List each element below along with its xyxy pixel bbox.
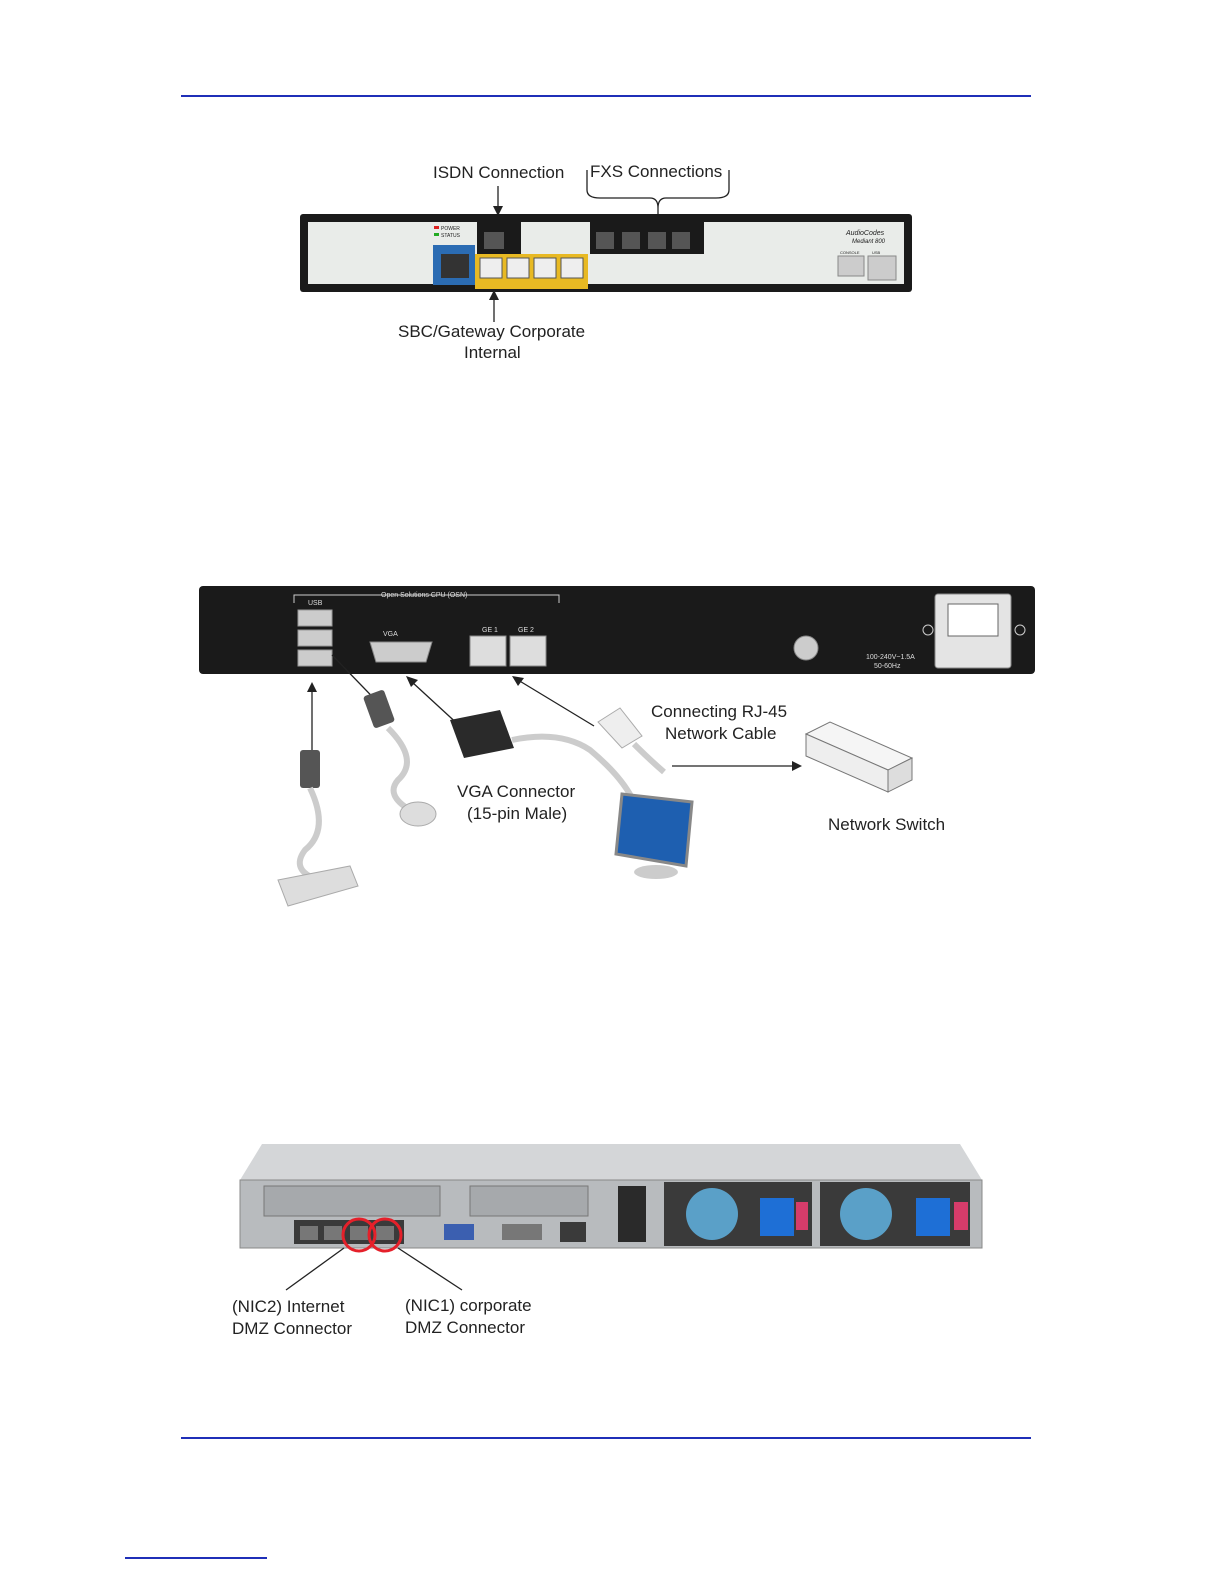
rj45-label-line2: Network Cable <box>665 724 777 743</box>
server-vga-port <box>444 1224 474 1240</box>
fxs-connections-label: FXS Connections <box>590 162 722 181</box>
ge-arrow <box>512 676 524 686</box>
nic2-highlight-circle <box>341 1217 377 1253</box>
isdn-connection-label: ISDN Connection <box>433 163 564 182</box>
server-mgmt-port <box>560 1222 586 1242</box>
ge2-label: GE 2 <box>518 627 534 634</box>
footnote-rule <box>125 1557 267 1559</box>
figure-mediant-front-panel: ISDN Connection FXS Connections POWER ST… <box>300 162 912 362</box>
console-label: CONSOLE <box>840 250 860 255</box>
nic1-label-line1: (NIC1) corporate <box>405 1296 532 1315</box>
keyboard-icon <box>277 865 359 907</box>
led-power-label: POWER <box>441 226 460 232</box>
console-port <box>837 255 865 277</box>
monitor-icon <box>614 792 694 868</box>
switch-arrow <box>792 761 802 771</box>
sbc-arrow <box>489 290 499 300</box>
usb-arrow <box>307 682 317 692</box>
network-switch-label: Network Switch <box>828 815 945 834</box>
figure-osn-rear-connections: Open Solutions CPU (OSN) USB VGA GE 1 GE… <box>199 586 1035 907</box>
usb-plug-icon <box>300 750 320 788</box>
footer-rule <box>181 1437 1031 1439</box>
brand-line1: AudioCodes <box>845 230 885 237</box>
panel-usb-label: USB <box>872 250 881 255</box>
figure-server-rear-nics: (NIC2) Internet DMZ Connector (NIC1) cor… <box>232 1144 983 1338</box>
vga-label: VGA <box>383 631 398 638</box>
isdn-arrow <box>493 206 503 216</box>
mouse-icon <box>399 801 437 827</box>
usb-port-3 <box>297 649 333 667</box>
server-top-surface <box>240 1144 982 1180</box>
nic1-highlight-circle <box>367 1217 403 1253</box>
usb-label: USB <box>308 600 323 607</box>
nic2-label-line2: DMZ Connector <box>232 1319 352 1338</box>
ge1-label: GE 1 <box>482 627 498 634</box>
power-rating-line1: 100-240V~1.5A <box>866 654 915 661</box>
usb-port-2 <box>297 629 333 647</box>
vga-connector-icon <box>450 710 514 758</box>
server-serial-port <box>502 1224 542 1240</box>
ge1-port <box>469 635 507 667</box>
vga-connector-label-line1: VGA Connector <box>457 782 575 801</box>
led-status-label: STATUS <box>441 233 461 239</box>
vga-arrow <box>406 676 418 687</box>
osn-label: Open Solutions CPU (OSN) <box>381 592 467 599</box>
vga-port <box>369 641 433 663</box>
sbc-label-line1: SBC/Gateway Corporate <box>398 322 585 341</box>
mouse-usb-plug-icon <box>363 690 395 728</box>
brand-line2: Mediant 800 <box>852 239 886 245</box>
nic2-label-line1: (NIC2) Internet <box>232 1297 345 1316</box>
ground-screw <box>793 635 819 661</box>
header-rule <box>181 95 1031 97</box>
vga-connector-label-line2: (15-pin Male) <box>467 804 567 823</box>
usb-ports <box>867 255 897 281</box>
usb-port-1 <box>297 609 333 627</box>
rj45-plug-icon <box>597 707 643 749</box>
rj45-label-line1: Connecting RJ-45 <box>651 702 787 721</box>
nic1-label-line2: DMZ Connector <box>405 1318 525 1337</box>
ge2-port <box>509 635 547 667</box>
sbc-label-line2: Internal <box>464 343 521 362</box>
power-rating-line2: 50-60Hz <box>874 663 901 670</box>
